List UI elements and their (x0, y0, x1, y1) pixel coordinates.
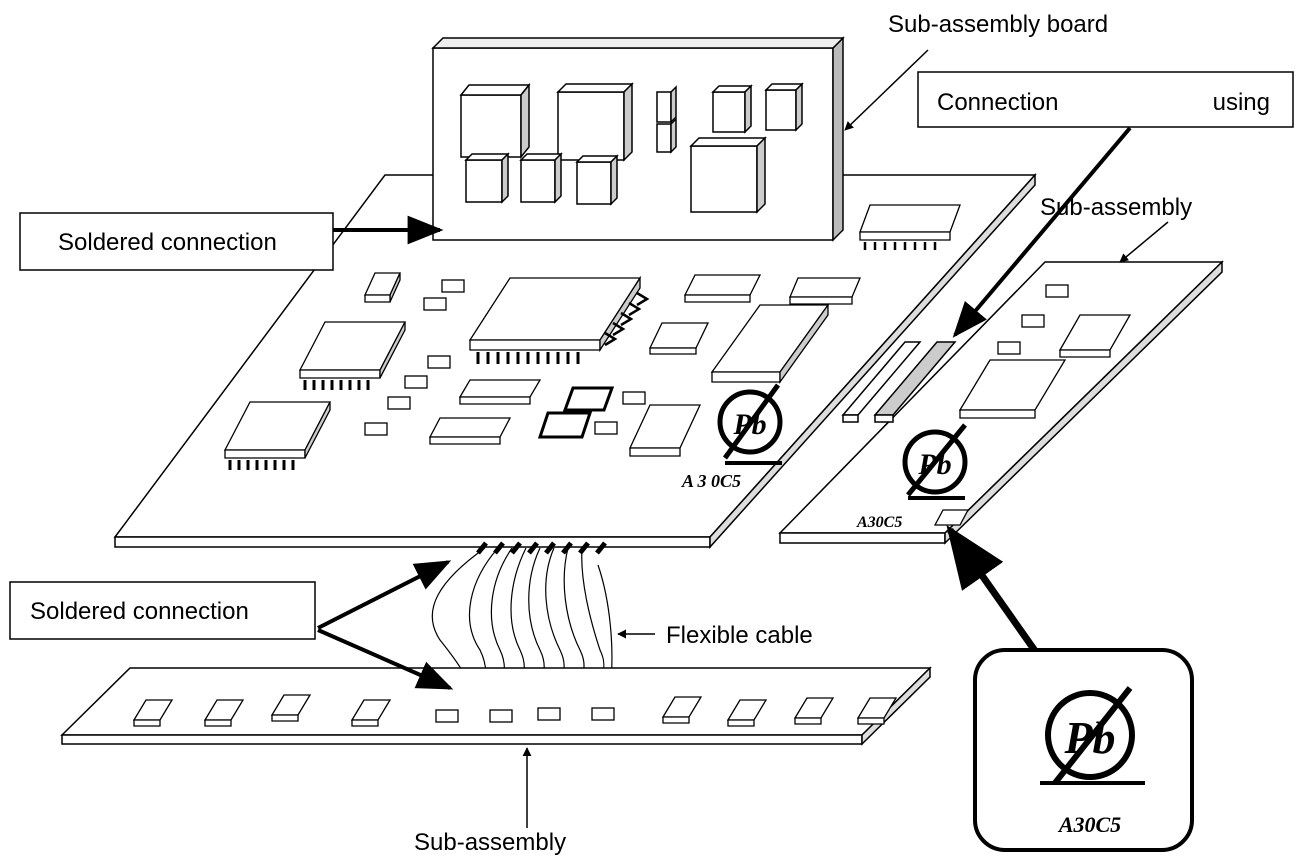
label-flexible-cable: Flexible cable (666, 622, 813, 649)
label-sub-assembly-board: Sub-assembly board (888, 11, 1108, 38)
pb-symbol-right: Pb (917, 448, 951, 481)
code-main-board: A 3 0C5 (681, 471, 741, 491)
label-sub-assembly-right: Sub-assembly (1040, 194, 1192, 221)
label-sub-assembly-bottom: Sub-assembly (414, 829, 566, 856)
callout-pb-enlarged: Pb A30C5 (950, 530, 1192, 850)
arrow-sub-assembly-board (845, 50, 928, 130)
arrow-pb-callout (950, 530, 1045, 665)
code-callout: A30C5 (1057, 812, 1121, 837)
bottom-sub-assembly-board (62, 668, 930, 744)
callout-sub-assembly-right: Sub-assembly (1040, 194, 1192, 262)
callout-sub-assembly-bottom: Sub-assembly (414, 748, 566, 856)
pb-symbol-main: Pb (732, 408, 766, 441)
label-soldered-connection-bottom: Soldered connection (30, 598, 249, 625)
arrow-soldered-bottom-upper (318, 562, 448, 628)
label-connection-word: Connection (937, 89, 1058, 116)
label-using-word: using (1213, 89, 1270, 116)
pb-symbol-callout: Pb (1063, 712, 1115, 763)
code-right-board: A30C5 (856, 514, 902, 531)
label-soldered-connection-top: Soldered connection (58, 229, 277, 256)
callout-flexible-cable: Flexible cable (618, 622, 813, 649)
arrow-sub-assembly-right (1120, 222, 1168, 262)
sub-assembly-board (433, 38, 843, 240)
